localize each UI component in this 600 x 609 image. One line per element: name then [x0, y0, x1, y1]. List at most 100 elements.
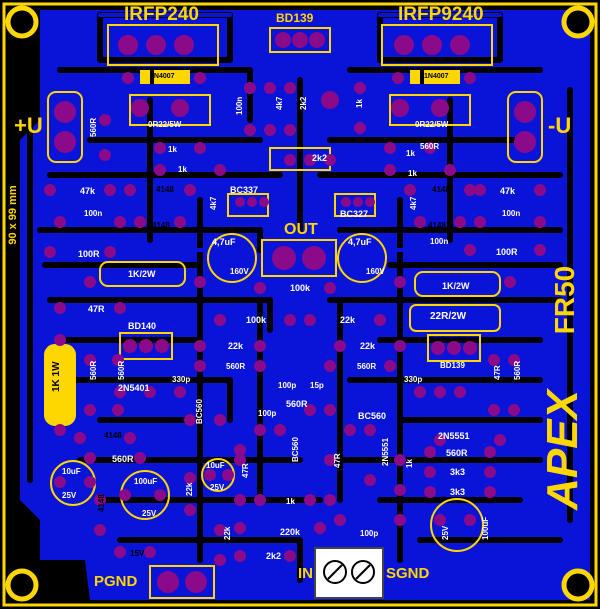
- component-label-r-left-big: 0R22/5W: [148, 120, 182, 129]
- pad: [324, 404, 336, 416]
- pad: [314, 522, 326, 534]
- pad: [144, 386, 156, 398]
- pad: [54, 302, 66, 314]
- pad: [244, 124, 256, 136]
- component-label-d-left: 1N4007: [150, 73, 175, 80]
- component-label-r-1k-b: 1k: [405, 459, 414, 468]
- pad: [464, 72, 476, 84]
- pad: [94, 524, 106, 536]
- pad: [94, 494, 106, 506]
- pad: [422, 35, 442, 55]
- pad: [384, 164, 396, 176]
- pad: [194, 360, 206, 372]
- pad: [114, 216, 126, 228]
- pad: [275, 32, 291, 48]
- component-label-c-10uf-m-val: 10uF: [206, 461, 225, 470]
- component-label-r-3k3-b: 3k3: [450, 487, 466, 497]
- model-fr50: FR50: [549, 266, 580, 334]
- pad: [309, 32, 325, 48]
- label-irfp240: IRFP240: [124, 4, 199, 25]
- pad: [114, 302, 126, 314]
- pad: [384, 360, 396, 372]
- pad: [274, 424, 286, 436]
- pad: [184, 472, 196, 484]
- pad: [214, 524, 226, 536]
- pad: [484, 486, 496, 498]
- pad: [454, 216, 466, 228]
- pad: [344, 424, 356, 436]
- pad: [184, 504, 196, 516]
- component-label-r-4k7-r: 4k7: [409, 196, 418, 210]
- out-terminal: [261, 239, 337, 277]
- component-label-d-4148-l2: 4148: [152, 221, 170, 230]
- clearance-layer: [27, 12, 573, 583]
- pad: [214, 314, 226, 326]
- pad: [114, 546, 126, 558]
- pad: [194, 276, 206, 288]
- component-label-r-560-right: 560R: [420, 142, 440, 151]
- pad: [488, 354, 500, 366]
- pad: [474, 216, 486, 228]
- component-label-r-1k2w-r: 1K/2W: [442, 281, 470, 291]
- component-label-d-4148-r: 4148: [432, 185, 450, 194]
- pad: [304, 154, 316, 166]
- component-label-r-1k-r1: 1k: [406, 149, 415, 158]
- component-label-r-1k-c: 1k: [286, 497, 295, 506]
- pad: [434, 386, 446, 398]
- pad: [84, 276, 96, 288]
- pad: [508, 404, 520, 416]
- pad: [174, 216, 186, 228]
- component-label-r-47r-l: 47R: [88, 304, 105, 314]
- pad: [424, 466, 436, 478]
- pad: [364, 424, 376, 436]
- component-label-trim-2k2: 2k2: [312, 153, 328, 163]
- label-pgnd: PGND: [94, 573, 138, 590]
- pad: [84, 354, 96, 366]
- pad: [259, 197, 269, 207]
- pad: [99, 114, 111, 126]
- pad: [353, 197, 363, 207]
- pad: [324, 360, 336, 372]
- pad: [214, 414, 226, 426]
- component-label-r-100n-vert: 100n: [235, 96, 244, 115]
- pad: [474, 184, 486, 196]
- pad: [254, 494, 266, 506]
- component-label-c-100p-a: 100p: [278, 381, 297, 390]
- pad: [84, 476, 96, 488]
- pad: [284, 314, 296, 326]
- pad: [284, 124, 296, 136]
- pad: [247, 197, 257, 207]
- pad: [464, 514, 476, 526]
- pad: [234, 454, 246, 466]
- pad: [374, 314, 386, 326]
- pad: [414, 216, 426, 228]
- component-label-c-100p-c: 100p: [360, 529, 379, 538]
- pad: [222, 469, 234, 481]
- pad: [122, 72, 134, 84]
- component-label-r-22k-a: 22k: [340, 315, 356, 325]
- component-label-r-560-left: 560R: [89, 117, 98, 137]
- pad: [394, 340, 406, 352]
- component-label-r-560-b2: 560R: [446, 448, 468, 458]
- component-label-r-2k2-top: 2k2: [299, 96, 308, 110]
- pad: [131, 99, 149, 117]
- pad: [235, 197, 245, 207]
- pad: [54, 476, 66, 488]
- pad: [508, 354, 520, 366]
- label-in: IN: [298, 565, 313, 582]
- pad: [464, 244, 476, 256]
- component-label-d-right: 1N4007: [424, 73, 449, 80]
- pad: [244, 82, 256, 94]
- component-label-d-4148-l3: 4148: [104, 431, 122, 440]
- component-label-r-2k2-b: 2k2: [266, 551, 282, 561]
- pad: [254, 424, 266, 436]
- pad: [447, 341, 461, 355]
- component-label-r-1k1w: 1K 1W: [51, 361, 62, 392]
- pad: [118, 35, 138, 55]
- pad: [304, 494, 316, 506]
- pad: [464, 184, 476, 196]
- component-label-r-4k7-l: 4k7: [209, 196, 218, 210]
- pad: [341, 197, 351, 207]
- component-label-bc560-r: BC560: [358, 411, 387, 421]
- pad: [124, 184, 136, 196]
